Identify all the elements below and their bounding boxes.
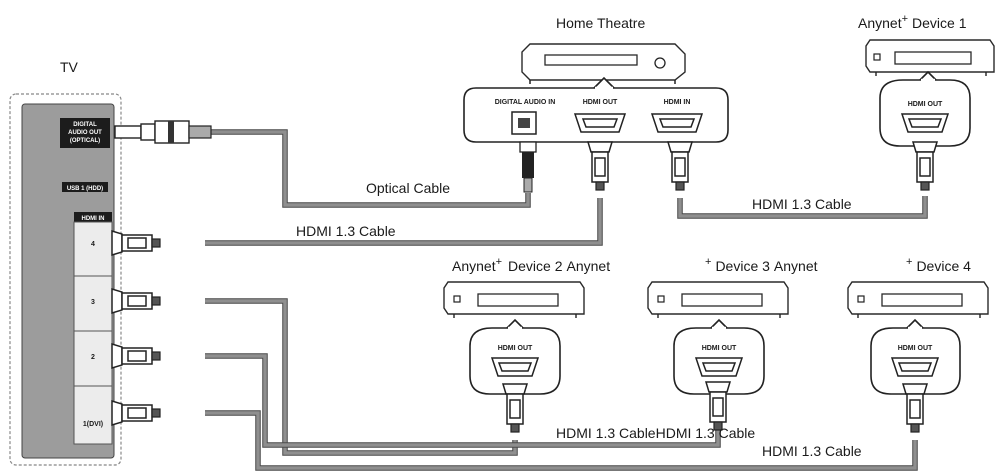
- tv-outline: [9, 93, 122, 466]
- tv-hdmi-plug-3: [111, 288, 161, 314]
- device-1-label: Anynet+Device 1: [858, 13, 967, 31]
- hdmi-port-1-dvi: 1(DVI): [83, 421, 103, 428]
- ht-hdmi-out-plug: [587, 141, 613, 191]
- tv-optical-plug: [114, 120, 212, 144]
- svg-text:HDMI OUT: HDMI OUT: [583, 99, 618, 106]
- device-2-plug: [502, 383, 528, 433]
- digital-audio-out-port: [60, 118, 110, 148]
- svg-text:DIGITAL AUDIO IN: DIGITAL AUDIO IN: [495, 99, 556, 106]
- tv: TV DIGITAL AUDIO OUT (OPTICAL) USB 1 (HD…: [9, 59, 122, 466]
- tv-hdmi-plug-2: [111, 343, 161, 369]
- device-4-plug: [902, 383, 928, 433]
- ht-hdmi-in-plug: [667, 141, 693, 191]
- device-1-plug: [912, 141, 938, 191]
- tv-hdmi-plug-4: [111, 230, 161, 256]
- svg-text:HDMI OUT: HDMI OUT: [702, 345, 737, 352]
- svg-text:HDMI IN: HDMI IN: [82, 216, 105, 222]
- tv-hdmi-plug-1: [111, 400, 161, 426]
- device-4: +Device 4 HDMI OUT: [847, 256, 989, 395]
- svg-text:DIGITAL: DIGITAL: [73, 122, 97, 128]
- optical-cable-label: Optical Cable: [366, 180, 450, 196]
- svg-text:HDMI OUT: HDMI OUT: [898, 345, 933, 352]
- svg-text:(OPTICAL): (OPTICAL): [70, 138, 100, 144]
- svg-text:USB 1 (HDD): USB 1 (HDD): [67, 186, 103, 192]
- device-3-plug: [705, 381, 731, 431]
- hdmi-port-3: 3: [91, 299, 95, 306]
- hdmi-cable-row-label: HDMI 1.3 CableHDMI 1.3 Cable: [556, 425, 755, 441]
- tv-label: TV: [60, 59, 79, 75]
- device-1: Anynet+Device 1 HDMI OUT: [858, 13, 995, 147]
- cables: [205, 129, 928, 471]
- hdmi-cable-tv-dev2: [205, 298, 518, 456]
- hdmi-cable-bottom-label: HDMI 1.3 Cable: [762, 443, 862, 459]
- svg-text:AUDIO OUT: AUDIO OUT: [68, 130, 102, 136]
- svg-text:HDMI IN: HDMI IN: [664, 99, 691, 106]
- device-4-label: +Device 4: [906, 256, 971, 274]
- hdmi-cable-ht-dev1-label: HDMI 1.3 Cable: [752, 196, 852, 212]
- svg-text:HDMI OUT: HDMI OUT: [498, 345, 533, 352]
- svg-text:HDMI OUT: HDMI OUT: [908, 101, 943, 108]
- hdmi-cable-tv-ht-label: HDMI 1.3 Cable: [296, 223, 396, 239]
- home-theatre: Home Theatre DIGITAL AUDIO IN HDMI OUT H…: [463, 15, 729, 143]
- usb-port-label: [62, 182, 108, 192]
- hdmi-port-4: 4: [91, 241, 95, 248]
- ht-optical-plug: [519, 141, 537, 193]
- home-theatre-label: Home Theatre: [556, 15, 645, 31]
- hdmi-port-2: 2: [91, 354, 95, 361]
